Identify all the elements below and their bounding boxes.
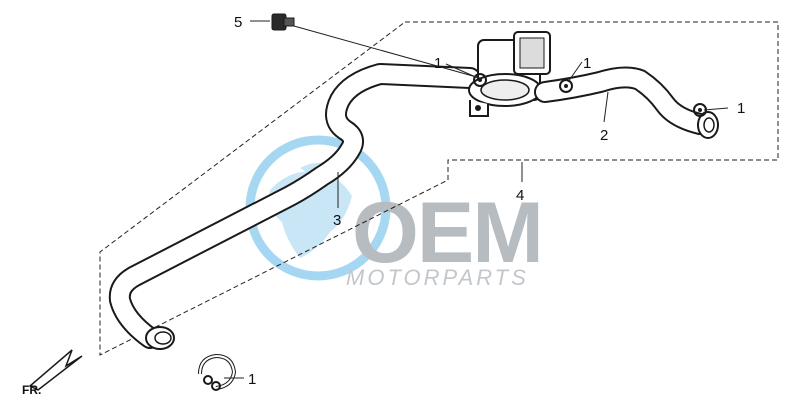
callout-1-middle: 1 [583,55,591,72]
watermark-logo: OEM MOTORPARTS [346,185,544,290]
callout-1-loose: 1 [248,371,256,388]
callout-3: 3 [333,212,341,229]
hose-part-3 [108,63,481,350]
clamp-a [473,73,487,87]
clamp-b [559,79,573,93]
callout-2: 2 [600,127,608,144]
bolt-part-5 [271,13,295,31]
watermark-logo-text: OEM [352,185,542,281]
watermark-tagline: MOTORPARTS [346,265,529,290]
hose-part-2 [534,66,719,139]
front-direction-indicator: FR. [22,349,83,397]
callout-4: 4 [516,187,524,204]
callouts: 5 1 1 1 2 3 4 1 [234,14,745,388]
callout-5: 5 [234,14,242,31]
assembly-outline [99,21,779,356]
clamp-loose [198,353,237,391]
callout-1-valve: 1 [434,55,442,72]
callout-1-end: 1 [737,100,745,117]
front-direction-label: FR. [22,383,41,397]
leader-lines [224,20,729,379]
